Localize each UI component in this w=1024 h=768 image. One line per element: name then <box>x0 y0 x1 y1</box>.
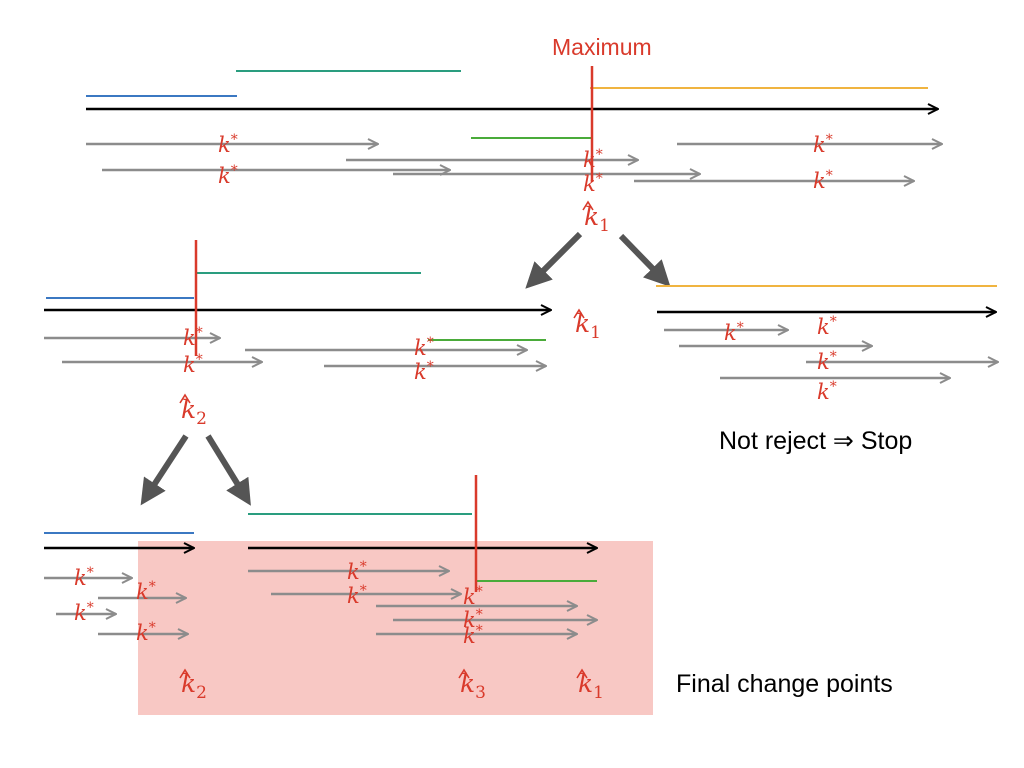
kstar-estimate: k* <box>218 132 238 157</box>
level-1: k* k* k* k* k* k* k1 <box>86 66 942 236</box>
kstar-estimate: k* <box>813 132 833 157</box>
not-reject-stop-label: Not reject ⇒ Stop <box>719 427 913 455</box>
maximum-label: Maximum <box>552 34 652 60</box>
kstar-estimate: k* <box>414 359 434 384</box>
kstar-estimate: k* <box>183 325 203 350</box>
hat-marks <box>179 200 594 679</box>
khat-2-label: k2 <box>181 395 207 429</box>
kstar-estimate: k* <box>817 379 837 404</box>
kstar-estimate: k* <box>74 600 94 625</box>
split-arrow-left <box>140 434 189 506</box>
kstar-estimate: k* <box>583 147 603 172</box>
kstar-estimate: k* <box>817 349 837 374</box>
split-arrow-left <box>525 231 583 289</box>
level-2-left: k* k* k* k* k2 <box>44 240 551 429</box>
kstar-estimate: k* <box>583 171 603 196</box>
kstar-estimate: k* <box>218 163 238 188</box>
kstar-estimate: k* <box>183 352 203 377</box>
final-change-points-highlight <box>138 541 653 715</box>
khat-1-label: k1 <box>584 202 610 236</box>
final-change-points-label: Final change points <box>676 670 893 698</box>
khat-1-label: k1 <box>575 309 601 343</box>
level-2-right: k* k* k* k* <box>656 285 998 404</box>
kstar-estimate: k* <box>817 314 837 339</box>
level-3-left: k* k* k* k* <box>44 532 194 645</box>
kstar-estimate: k* <box>74 565 94 590</box>
khat-2-label: k2 <box>181 669 207 703</box>
level-3-right: k* k* k* k* k* <box>248 475 597 648</box>
split-arrow-right <box>205 434 251 506</box>
kstar-estimate: k* <box>414 335 434 360</box>
kstar-estimate: k* <box>724 320 744 345</box>
split-arrow-right <box>618 233 671 287</box>
kstar-estimate: k* <box>813 168 833 193</box>
